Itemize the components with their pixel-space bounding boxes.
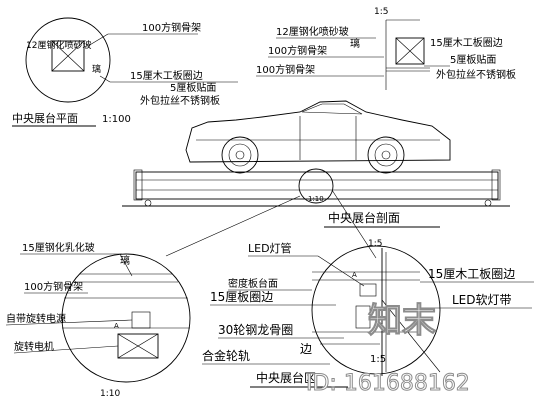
section-view: 1:10 中央展台剖面 — [122, 100, 510, 259]
detail-right-wood-trim-label: 15厘木工板圈边 — [428, 267, 515, 281]
plan-circle — [25, 17, 111, 103]
plan-cladding-label: 外包拉丝不锈钢板 — [140, 94, 220, 107]
detail-right-led-label: LED灯管 — [248, 241, 292, 255]
plan-glass-square — [51, 40, 85, 72]
car-rear-wheel — [367, 136, 405, 174]
detail-right-scale: 1:5 — [368, 239, 382, 249]
car-body — [185, 100, 451, 163]
detail-left-glass-label: 15厘钢化乳化玻 — [22, 241, 95, 254]
detail-top-cladding-label: 外包拉丝不锈钢板 — [436, 68, 516, 81]
detail-top-diagonal — [395, 37, 425, 65]
power-unit — [131, 311, 151, 329]
watermark: 知末 ID: 161688162 — [306, 301, 471, 397]
platform-foot — [484, 199, 492, 207]
plan-view: 12厘钢化喷砂玻 璃 100方钢骨架 15厘木工板圈边 5厘板贴面 外包拉丝不锈… — [12, 17, 238, 127]
bottom-title: 中央展台区 — [256, 370, 316, 385]
detail-right-slope — [381, 299, 441, 373]
detail-right-steel-wheel-label-cont: 边 — [300, 342, 312, 356]
detail-right-mdf-label: 密度板台面 — [228, 277, 278, 290]
detail-left-power-label: 自带旋转电源 — [6, 312, 66, 325]
led-tube — [359, 283, 377, 297]
car-window — [301, 103, 363, 115]
detail-left-motor-label: 旋转电机 — [14, 340, 54, 353]
platform-body — [135, 171, 499, 200]
detail-top-scale: 1:5 — [374, 7, 388, 17]
callout-connector — [165, 195, 301, 257]
section-callout-marker: 1:10 — [308, 195, 324, 203]
detail-left-circle — [61, 253, 191, 383]
leader-line — [13, 345, 119, 354]
detail-top-glass-label-cont: 璃 — [350, 37, 360, 50]
plan-plate-label: 5厘板贴面 — [170, 81, 216, 94]
platform-end-left — [133, 169, 143, 201]
leader-line — [119, 253, 133, 277]
detail-left-frame-label: 100方钢骨架 — [24, 280, 83, 293]
platform-end-right — [491, 169, 501, 201]
plan-glass-diagonal — [51, 40, 85, 72]
steel-profile — [355, 305, 371, 329]
detail-right: A 1:5 LED灯管 密度板台面 15厘板圈边 30轮钢龙骨圈 边 合金轮轨 … — [202, 239, 534, 376]
detail-right-led-strip-label: LED软灯带 — [452, 293, 512, 307]
detail-top-box — [395, 37, 425, 65]
platform-foot — [144, 199, 152, 207]
detail-top: 1:5 12厘钢化喷砂玻 璃 100方钢骨架 100方钢骨架 15厘木工板圈边 … — [256, 7, 516, 90]
detail-right-mark: A — [352, 271, 357, 279]
plan-circle-label: 12厘钢化喷砂玻 — [26, 39, 91, 51]
detail-right-circle — [311, 245, 441, 375]
section-title: 中央展台剖面 — [328, 210, 400, 225]
detail-left: A 15厘钢化乳化玻 璃 100方钢骨架 自带旋转电源 旋转电机 1:10 — [5, 241, 191, 399]
detail-top-plate-label: 5厘板贴面 — [450, 53, 496, 66]
motor-diagonal — [117, 333, 159, 359]
watermark-id: ID: 161688162 — [306, 371, 470, 396]
detail-left-mark: A — [114, 322, 119, 330]
leader-line — [99, 75, 111, 83]
plan-wood-trim-label: 15厘木工板圈边 — [130, 69, 203, 82]
detail-top-glass-label: 12厘钢化喷砂玻 — [276, 25, 349, 38]
section-callout-circle — [298, 168, 334, 204]
leader-line — [5, 319, 133, 326]
detail-top-wood-trim-label: 15厘木工板圈边 — [430, 36, 503, 49]
plan-frame-label: 100方钢骨架 — [142, 21, 201, 34]
detail-right-scale-2: 1:5 — [370, 354, 386, 365]
plan-circle-label-cont: 璃 — [92, 63, 101, 75]
leader-line — [317, 255, 365, 287]
plan-scale: 1:100 — [102, 114, 131, 125]
detail-right-plate-trim-label: 15厘板圈边 — [210, 290, 273, 304]
detail-left-glass-label-cont: 璃 — [120, 254, 130, 267]
leader-line — [87, 33, 109, 47]
detail-right-track-label: 合金轮轨 — [202, 348, 250, 363]
watermark-brand: 知末 — [368, 301, 436, 341]
detail-top-frame-label-2: 100方钢骨架 — [256, 63, 315, 76]
detail-right-steel-wheel-label: 30轮钢龙骨圈 — [218, 323, 293, 337]
plan-title: 中央展台平面 — [12, 111, 78, 125]
detail-left-scale: 1:10 — [100, 389, 120, 399]
car-front-wheel — [221, 136, 259, 174]
detail-top-frame-label: 100方钢骨架 — [268, 44, 327, 57]
